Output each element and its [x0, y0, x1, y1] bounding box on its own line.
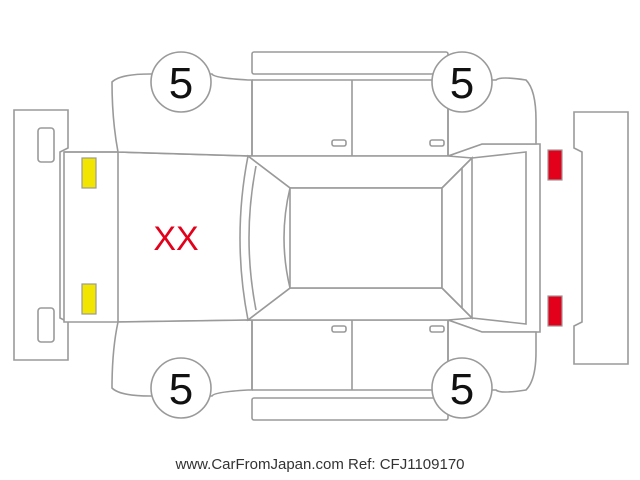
rear-bumper — [573, 111, 629, 365]
front-bumper — [13, 109, 69, 361]
hood-damage-mark: XX — [153, 220, 198, 258]
footer-reference: www.CarFromJapan.com Ref: CFJ1109170 — [0, 456, 640, 473]
tire-rear-left-value: 5 — [450, 59, 474, 108]
tire-front-right-value: 5 — [169, 365, 193, 414]
tire-front-left-value: 5 — [169, 59, 193, 108]
footer-site: www.CarFromJapan.com — [175, 456, 344, 473]
tire-rear-right: 5 — [431, 357, 493, 419]
rear-light-top — [547, 149, 563, 181]
cabin-roof — [239, 151, 527, 325]
tire-front-left: 5 — [150, 51, 212, 113]
tire-front-right: 5 — [150, 357, 212, 419]
front-light-top — [81, 157, 97, 189]
footer-ref: Ref: CFJ1109170 — [348, 456, 465, 473]
rear-light-bottom — [547, 295, 563, 327]
front-light-bottom — [81, 283, 97, 315]
tire-rear-left: 5 — [431, 51, 493, 113]
left-side-panels — [111, 51, 537, 158]
tire-rear-right-value: 5 — [450, 365, 474, 414]
